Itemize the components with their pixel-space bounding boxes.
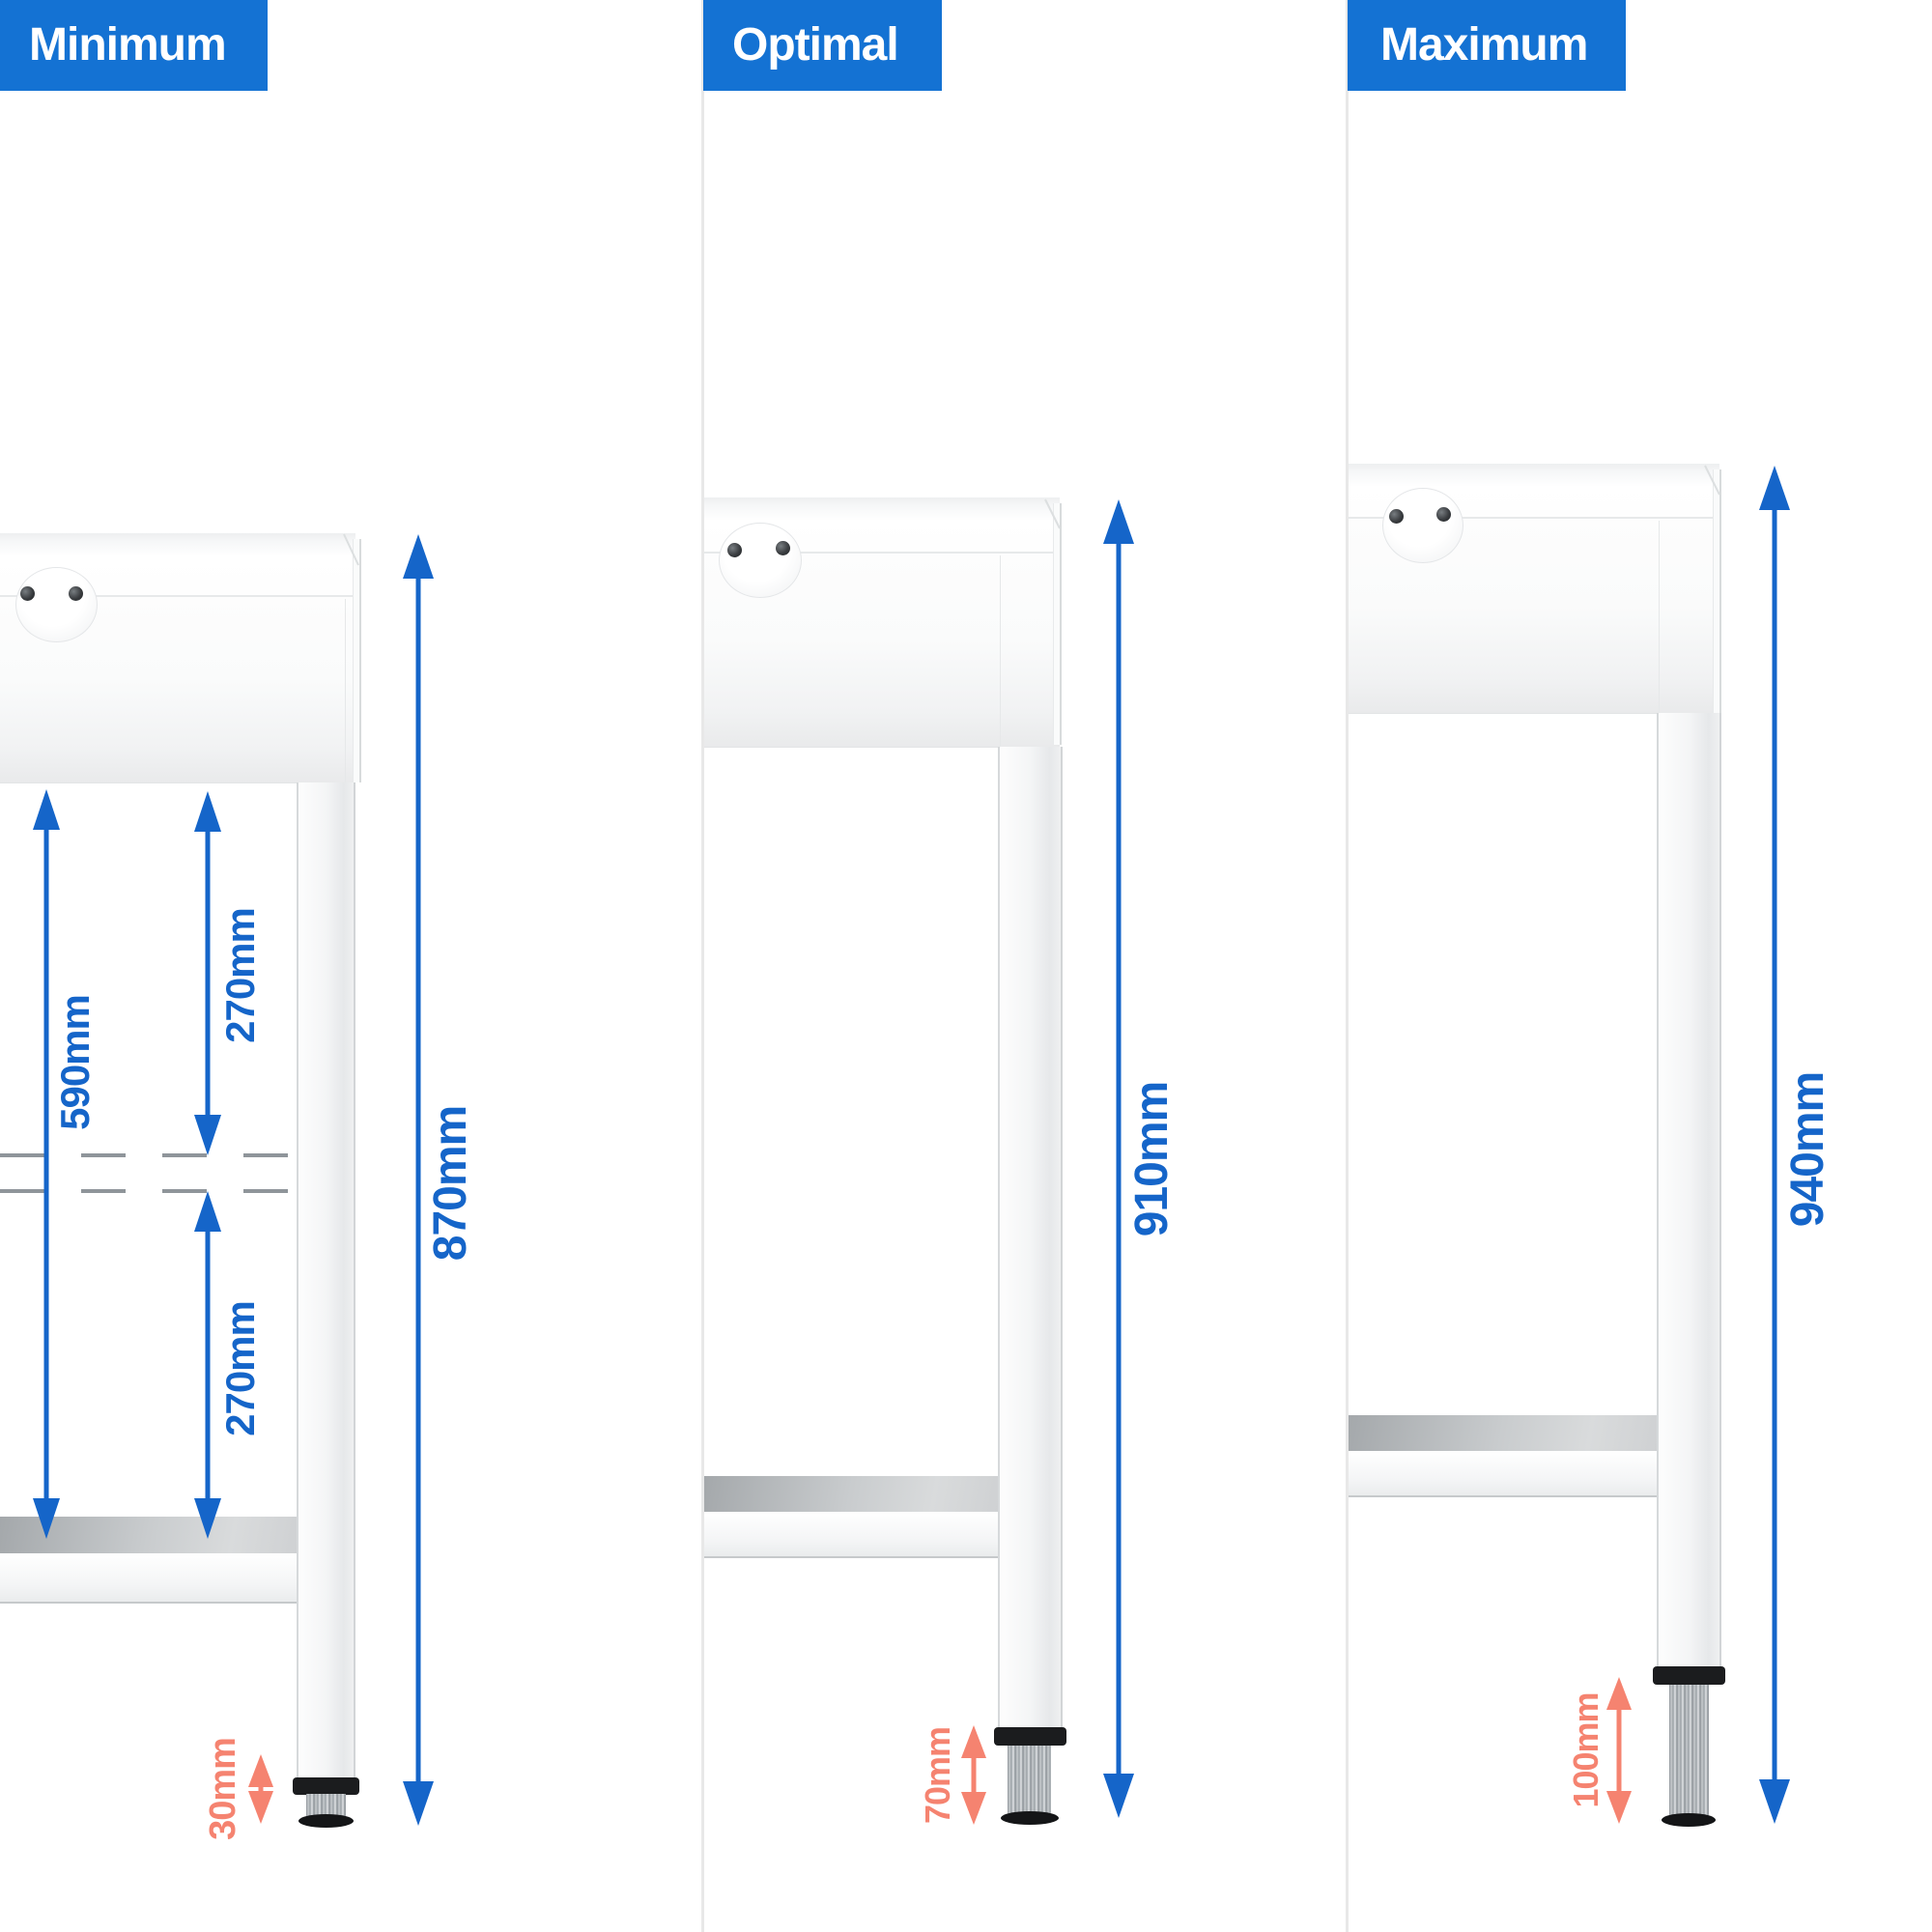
dimension-arrow-270mm-lower [194, 1191, 221, 1539]
leg-seam [1659, 521, 1660, 713]
leg-seam [345, 599, 346, 782]
leg-seam [1000, 555, 1001, 747]
panel-minimum-header: Minimum [0, 0, 268, 91]
mounting-disc [719, 523, 802, 598]
stretcher-rail-face [1348, 1451, 1657, 1497]
panel-divider-1 [701, 0, 704, 1932]
foot-pad [298, 1814, 354, 1828]
lower-gap-label: 270mm [217, 1301, 263, 1436]
foot-pad [1001, 1811, 1059, 1825]
panel-optimal-header: Optimal [703, 0, 942, 91]
dimension-arrow-940mm [1759, 466, 1790, 1824]
screw-icon [1436, 507, 1451, 522]
table-leg [297, 782, 355, 1777]
foot-adjust-arrow-100mm [1606, 1677, 1632, 1824]
foot-adjust-arrow-30mm [248, 1754, 273, 1824]
foot-pad [1662, 1813, 1716, 1827]
foot-adjust-arrow-70mm [961, 1725, 986, 1825]
screw-icon [1389, 509, 1404, 524]
table-leg [998, 747, 1063, 1727]
mounting-disc [1382, 488, 1463, 563]
dimension-arrow-590mm [33, 789, 60, 1539]
upper-gap-label: 270mm [217, 908, 263, 1043]
adjustable-foot [1008, 1746, 1051, 1817]
lower-shelf-face [0, 1553, 297, 1604]
tabletop [0, 533, 355, 597]
screw-icon [20, 586, 35, 601]
tabletop-bevel-lines [343, 465, 1720, 566]
screw-icon [69, 586, 83, 601]
mounting-disc [15, 567, 98, 642]
stretcher-rail-top [703, 1476, 998, 1512]
tabletop-edge [1053, 503, 1062, 745]
adjustable-foot [1669, 1685, 1709, 1819]
panel-divider-2 [1346, 0, 1349, 1932]
tabletop-edge [353, 539, 361, 782]
total-height-label-minimum: 870mm [425, 1105, 476, 1262]
total-height-label-maximum: 940mm [1782, 1071, 1833, 1228]
foot-collar [293, 1777, 359, 1795]
total-height-label-optimal: 910mm [1126, 1081, 1178, 1237]
tabletop-edge [1713, 469, 1721, 713]
foot-adjust-label-optimal: 70mm [918, 1726, 957, 1825]
dimension-arrow-870mm [403, 534, 434, 1826]
clearance-label: 590mm [52, 995, 98, 1130]
foot-adjust-label-minimum: 30mm [203, 1738, 243, 1840]
screw-icon [727, 543, 742, 557]
dimension-arrow-910mm [1103, 499, 1134, 1818]
stretcher-rail-top [1348, 1415, 1657, 1451]
foot-collar [994, 1727, 1066, 1746]
screw-icon [776, 541, 790, 555]
foot-collar [1653, 1666, 1725, 1685]
panel-maximum-header: Maximum [1348, 0, 1626, 91]
stretcher-rail-face [703, 1512, 998, 1558]
table-leg [1657, 713, 1721, 1666]
mid-height-dashed-lines [0, 1153, 297, 1193]
foot-adjust-label-maximum: 100mm [1566, 1692, 1605, 1808]
dimension-arrow-270mm-upper [194, 791, 221, 1155]
